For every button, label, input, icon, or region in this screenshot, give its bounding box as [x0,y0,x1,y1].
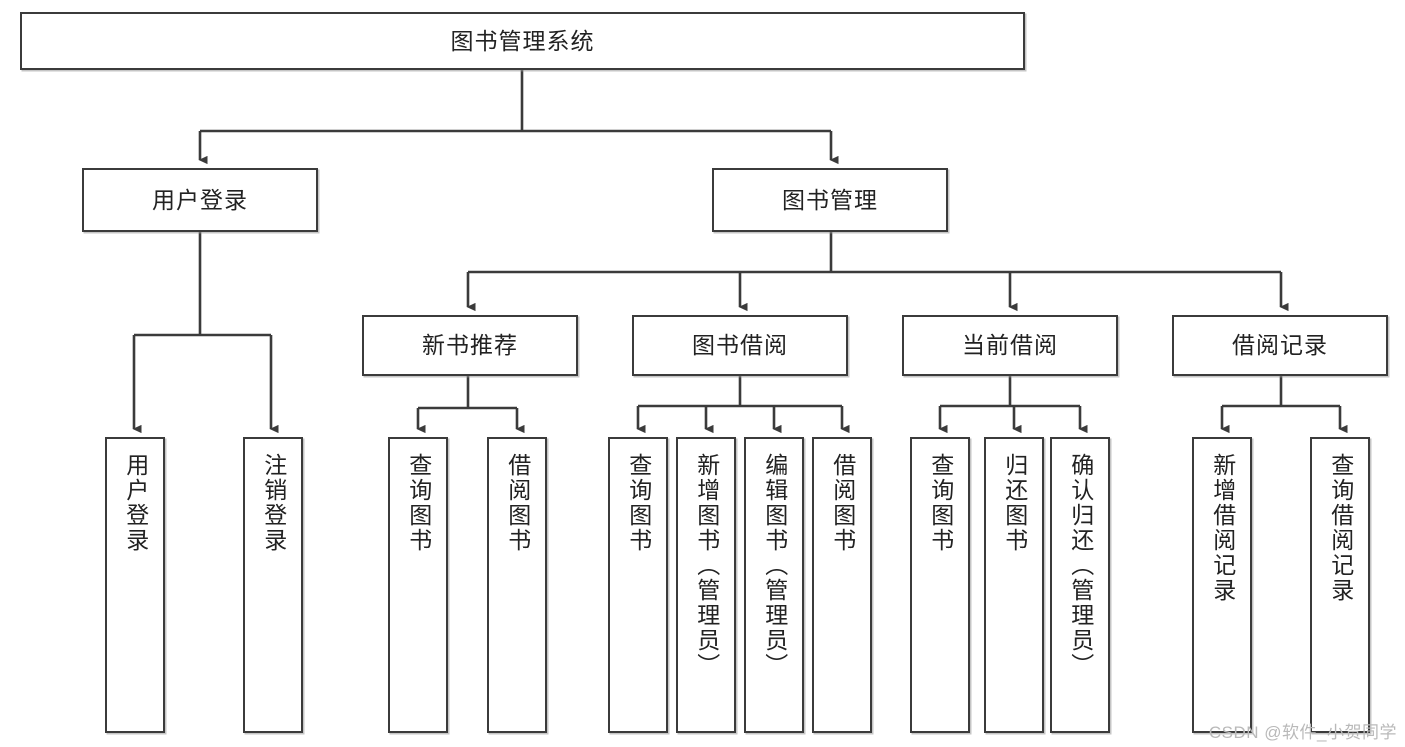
node-label: 编辑图书（管理员） [761,453,788,678]
node-label: 新增图书（管理员） [693,453,720,678]
csdn-watermark: CSDN @软件_小贺同学 [1208,723,1397,742]
node-label: 查询借阅记录 [1327,453,1354,603]
node-leaf-query-book-recommend[interactable]: 查询图书 [388,437,448,733]
node-label: 查询图书 [405,453,432,553]
node-label: 借阅记录 [1232,332,1328,359]
node-label: 借阅图书 [829,453,856,553]
node-label: 借阅图书 [504,453,531,553]
node-label: 图书借阅 [692,332,788,359]
node-label: 查询图书 [927,453,954,553]
node-book-management[interactable]: 图书管理 [712,168,948,232]
node-book-borrow[interactable]: 图书借阅 [632,315,848,376]
node-label: 归还图书 [1001,453,1028,553]
node-leaf-edit-book-admin[interactable]: 编辑图书（管理员） [744,437,804,733]
node-leaf-confirm-return-admin[interactable]: 确认归还（管理员） [1050,437,1110,733]
node-label: 当前借阅 [962,332,1058,359]
node-leaf-add-book-admin[interactable]: 新增图书（管理员） [676,437,736,733]
node-root-system[interactable]: 图书管理系统 [20,12,1025,70]
node-label: 注销登录 [260,453,287,553]
node-user-login[interactable]: 用户登录 [82,168,318,232]
node-label: 用户登录 [122,453,149,553]
node-label: 新增借阅记录 [1209,453,1236,603]
node-leaf-borrow-book[interactable]: 借阅图书 [812,437,872,733]
node-new-book-recommend[interactable]: 新书推荐 [362,315,578,376]
node-borrow-record[interactable]: 借阅记录 [1172,315,1388,376]
node-leaf-query-book-borrow[interactable]: 查询图书 [608,437,668,733]
node-label: 新书推荐 [422,332,518,359]
node-leaf-add-borrow-record[interactable]: 新增借阅记录 [1192,437,1252,733]
node-leaf-user-logout[interactable]: 注销登录 [243,437,303,733]
node-label: 确认归还（管理员） [1067,453,1094,678]
node-leaf-user-login[interactable]: 用户登录 [105,437,165,733]
node-leaf-query-book-current[interactable]: 查询图书 [910,437,970,733]
node-label: 用户登录 [152,186,248,213]
node-label: 图书管理系统 [450,27,595,54]
node-leaf-return-book[interactable]: 归还图书 [984,437,1044,733]
node-label: 查询图书 [625,453,652,553]
node-label: 图书管理 [782,186,878,213]
node-leaf-query-borrow-record[interactable]: 查询借阅记录 [1310,437,1370,733]
node-current-borrow[interactable]: 当前借阅 [902,315,1118,376]
node-leaf-borrow-book-recommend[interactable]: 借阅图书 [487,437,547,733]
